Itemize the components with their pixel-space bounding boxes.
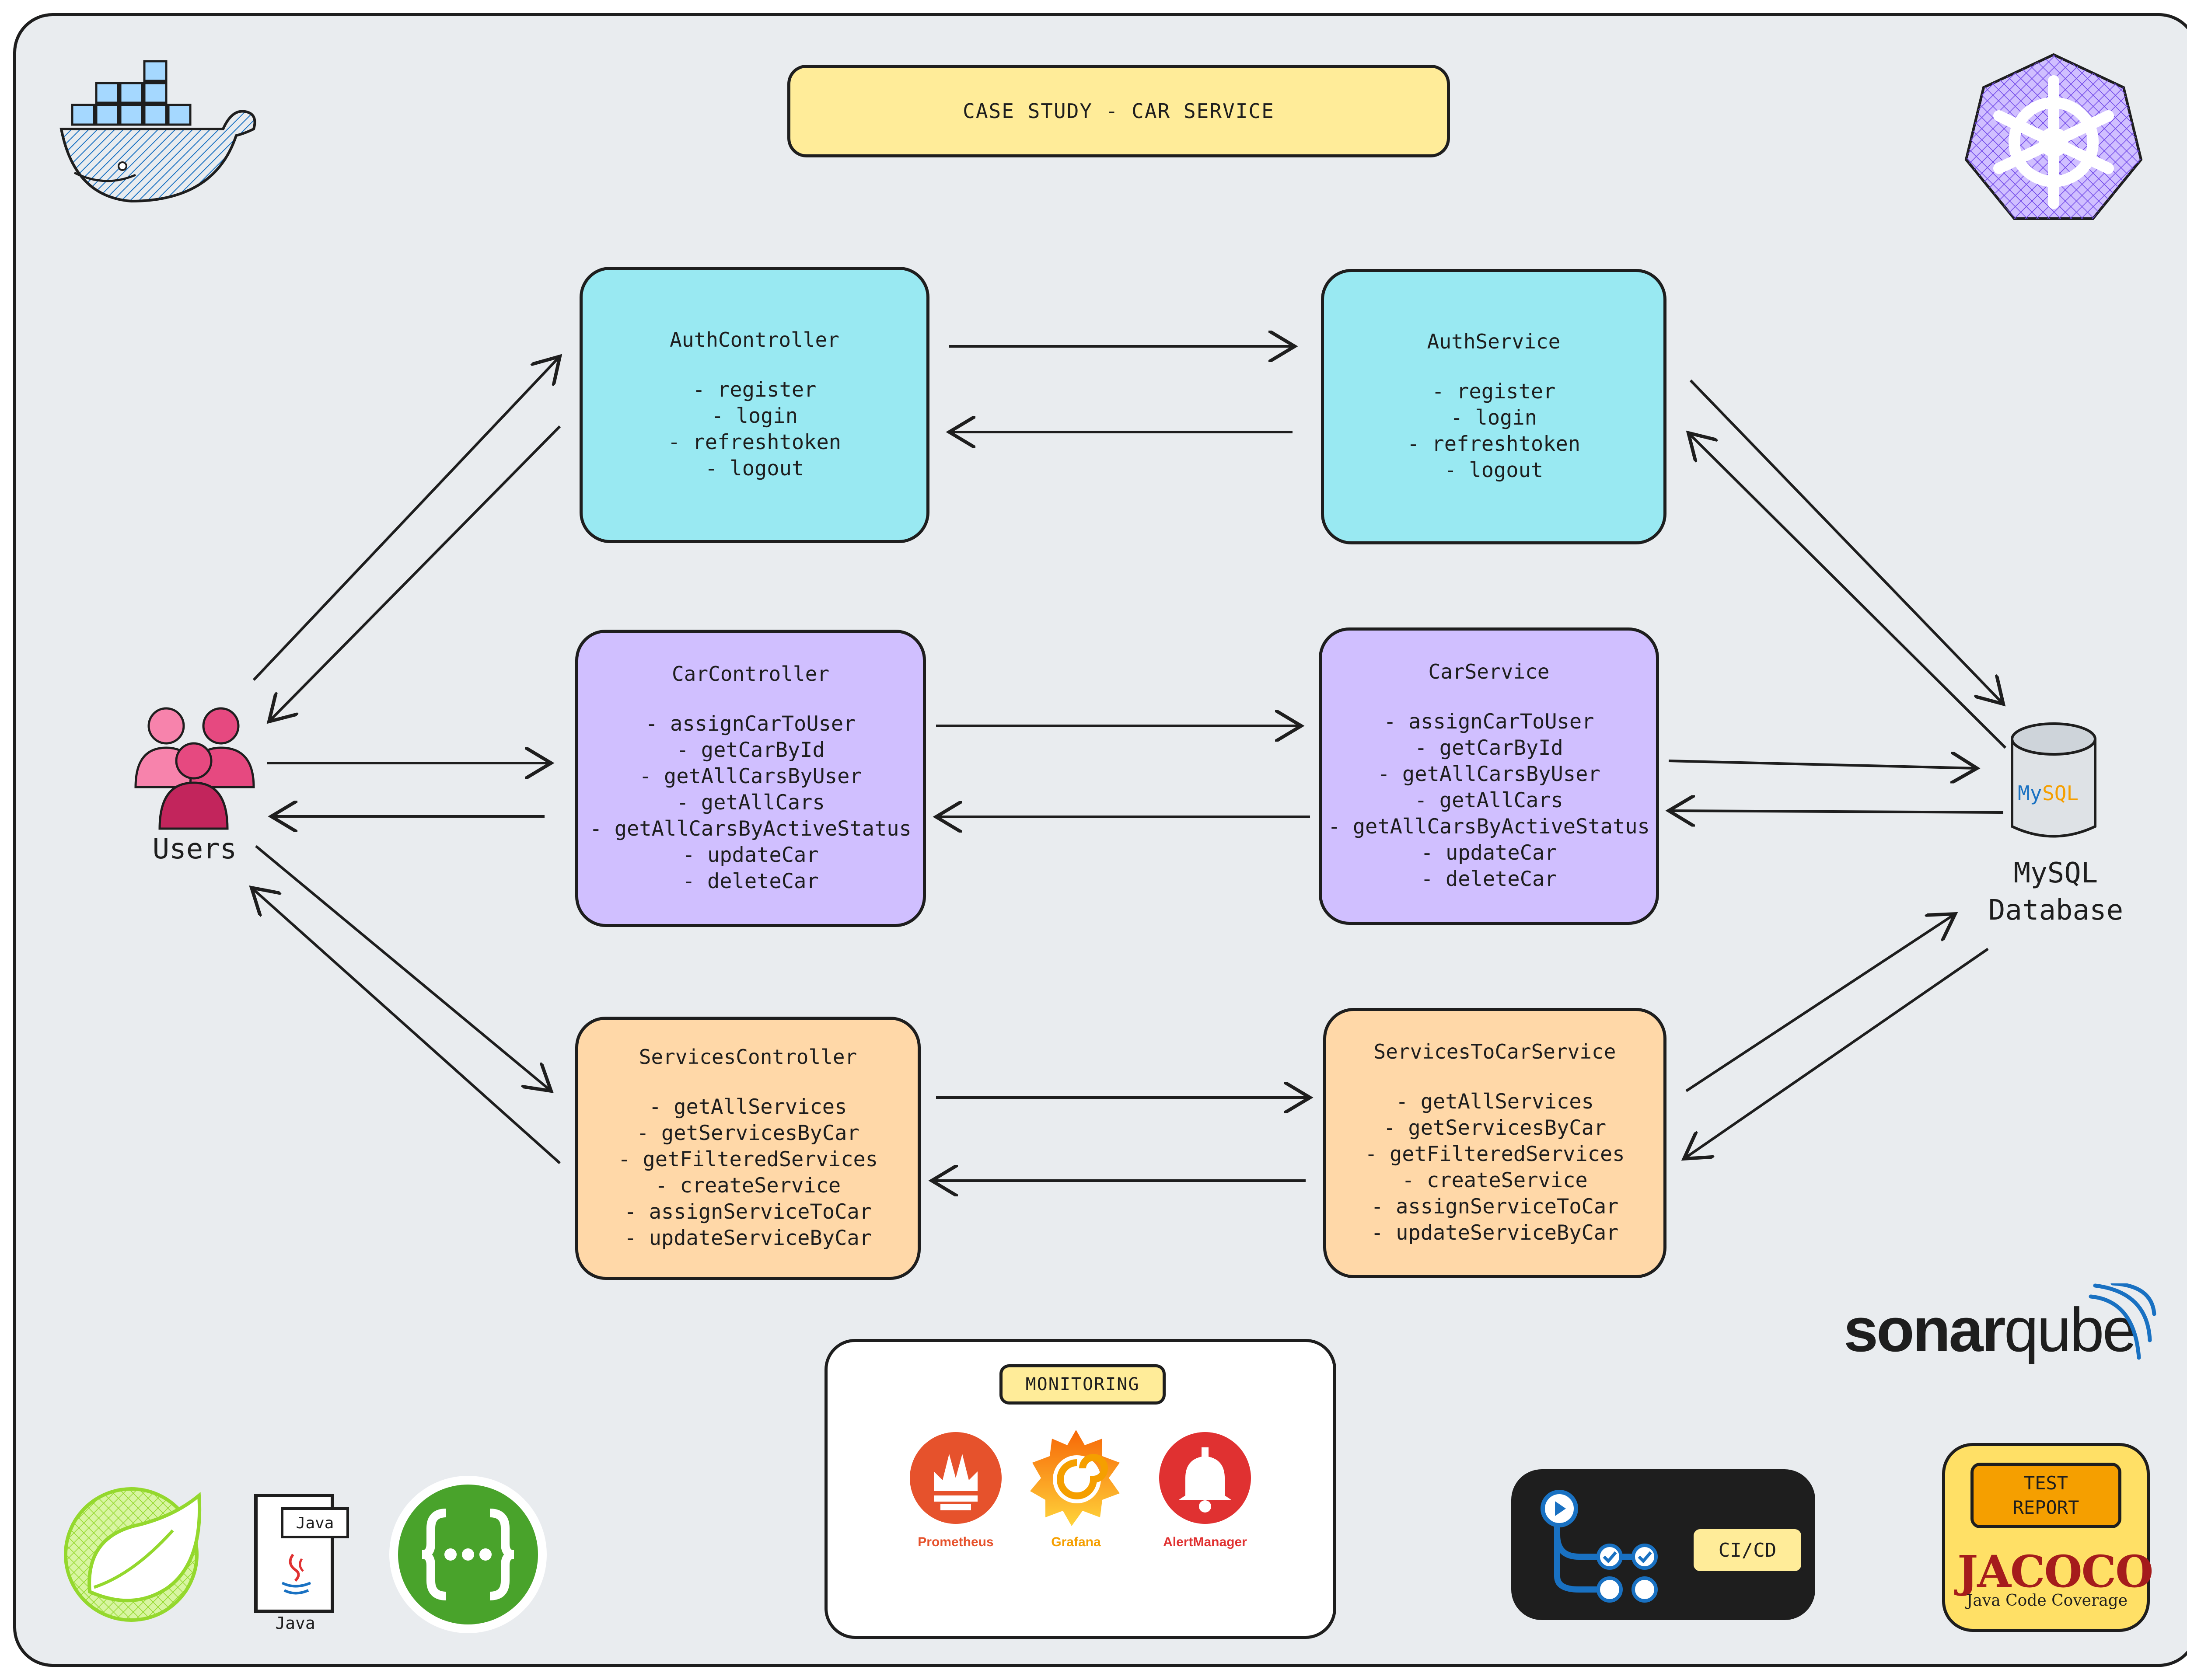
- cicd-pipeline-icon: [1541, 1490, 1658, 1603]
- arrow-auth-service-to-db: [1689, 379, 2003, 704]
- method: - updateCar: [1421, 841, 1557, 865]
- method: - login: [711, 404, 798, 428]
- java-icon: Java: [254, 1494, 349, 1613]
- method: - register: [1432, 380, 1556, 404]
- method: - getAllCarsByUser: [639, 764, 862, 788]
- method: - getCarById: [1415, 736, 1563, 760]
- method: - register: [692, 378, 817, 402]
- car-service-box: CarService - assignCarToUser - getCarByI…: [1319, 627, 1659, 925]
- box-title: CarService: [1428, 660, 1550, 683]
- method: - getAllCars: [676, 791, 825, 815]
- java-tag-text: Java: [296, 1514, 334, 1532]
- arrow-services-controller-to-users: [252, 888, 561, 1164]
- box-title: AuthService: [1427, 330, 1561, 353]
- alertmanager-icon: [1159, 1432, 1251, 1524]
- method: - updateServiceByCar: [1371, 1221, 1619, 1245]
- arrow-auth-controller-to-users: [269, 425, 561, 721]
- method: - assignCarToUser: [645, 712, 856, 736]
- method: - getAllServices: [649, 1095, 847, 1119]
- method: - getCarById: [676, 738, 825, 762]
- prometheus-icon: [910, 1432, 1002, 1524]
- method: - createService: [655, 1174, 841, 1198]
- alertmanager-label: AlertManager: [1163, 1535, 1247, 1549]
- services-controller-box: ServicesController - getAllServices - ge…: [575, 1017, 921, 1280]
- method: - refreshtoken: [1407, 432, 1581, 456]
- box-title: ServicesController: [639, 1045, 857, 1069]
- box-title: AuthController: [670, 328, 839, 352]
- box-title: CarController: [671, 662, 830, 686]
- prometheus-label: Prometheus: [918, 1535, 994, 1549]
- grafana-icon: [1030, 1430, 1120, 1526]
- kubernetes-icon: [1964, 53, 2143, 220]
- method: - refreshtoken: [667, 430, 842, 454]
- services-to-car-service-box: ServicesToCarService - getAllServices - …: [1323, 1008, 1666, 1278]
- method: - getAllCars: [1415, 788, 1563, 812]
- arrow-db-to-car-service: [1669, 811, 2004, 812]
- spring-icon: [64, 1487, 202, 1622]
- method: - getAllCarsByActiveStatus: [1328, 815, 1650, 839]
- method: - getFilteredServices: [618, 1147, 878, 1171]
- users-label: Users: [152, 833, 237, 865]
- database-label-line: Database: [1988, 894, 2124, 927]
- monitoring-title: MONITORING: [999, 1364, 1166, 1405]
- arrow-users-to-services-controller: [255, 845, 551, 1091]
- car-controller-box: CarController - assignCarToUser - getCar…: [575, 630, 926, 927]
- method: - logout: [1444, 458, 1544, 482]
- method: - getAllServices: [1396, 1090, 1594, 1114]
- mysql-sql-text: SQL: [2042, 781, 2079, 805]
- method: - assignCarToUser: [1383, 710, 1594, 734]
- sonarqube-icon: [2089, 1283, 2156, 1360]
- method: - assignServiceToCar: [624, 1200, 872, 1224]
- method: - deleteCar: [682, 869, 819, 893]
- database-label-line: MySQL: [2013, 857, 2098, 889]
- arrow-services-service-to-db: [1685, 914, 1955, 1092]
- method: - createService: [1402, 1168, 1588, 1192]
- java-caption: Java: [275, 1614, 315, 1633]
- database-label: MySQL Database: [1964, 855, 2148, 929]
- arrow-car-service-to-db: [1668, 761, 1977, 768]
- method: - assignServiceToCar: [1371, 1195, 1619, 1219]
- auth-service-box: AuthService - register - login - refresh…: [1321, 269, 1666, 544]
- method: - getServicesByCar: [636, 1121, 859, 1145]
- method: - getAllCarsByUser: [1377, 762, 1600, 786]
- grafana-label: Grafana: [1051, 1535, 1101, 1549]
- method: - deleteCar: [1421, 867, 1557, 891]
- box-title: ServicesToCarService: [1373, 1040, 1616, 1063]
- test-report-label: TEST REPORT: [1970, 1463, 2121, 1528]
- arrow-db-to-auth-service: [1688, 433, 2007, 749]
- method: - updateServiceByCar: [624, 1226, 872, 1250]
- docker-icon: [59, 60, 256, 203]
- method: - getAllCarsByActiveStatus: [590, 817, 912, 841]
- jacoco-icon: JACOCO: [1957, 1546, 2153, 1597]
- swagger-icon: [389, 1476, 547, 1633]
- method: - login: [1450, 406, 1537, 430]
- users-icon: [134, 707, 255, 830]
- mysql-my-text: My: [2018, 781, 2042, 805]
- method: - logout: [705, 457, 804, 481]
- sonar-text: sonar: [1844, 1295, 2006, 1365]
- mysql-database-icon: My SQL: [2011, 722, 2096, 838]
- arrow-users-to-auth-controller: [252, 356, 560, 681]
- cicd-label: CI/CD: [1691, 1526, 1804, 1574]
- arrow-db-to-services-service: [1684, 948, 1989, 1159]
- jacoco-subtitle: Java Code Coverage: [1966, 1592, 2128, 1610]
- diagram-title: CASE STUDY - CAR SERVICE: [787, 65, 1450, 157]
- auth-controller-box: AuthController - register - login - refr…: [580, 267, 929, 543]
- method: - updateCar: [682, 843, 819, 867]
- method: - getServicesByCar: [1383, 1116, 1607, 1140]
- method: - getFilteredServices: [1365, 1142, 1625, 1166]
